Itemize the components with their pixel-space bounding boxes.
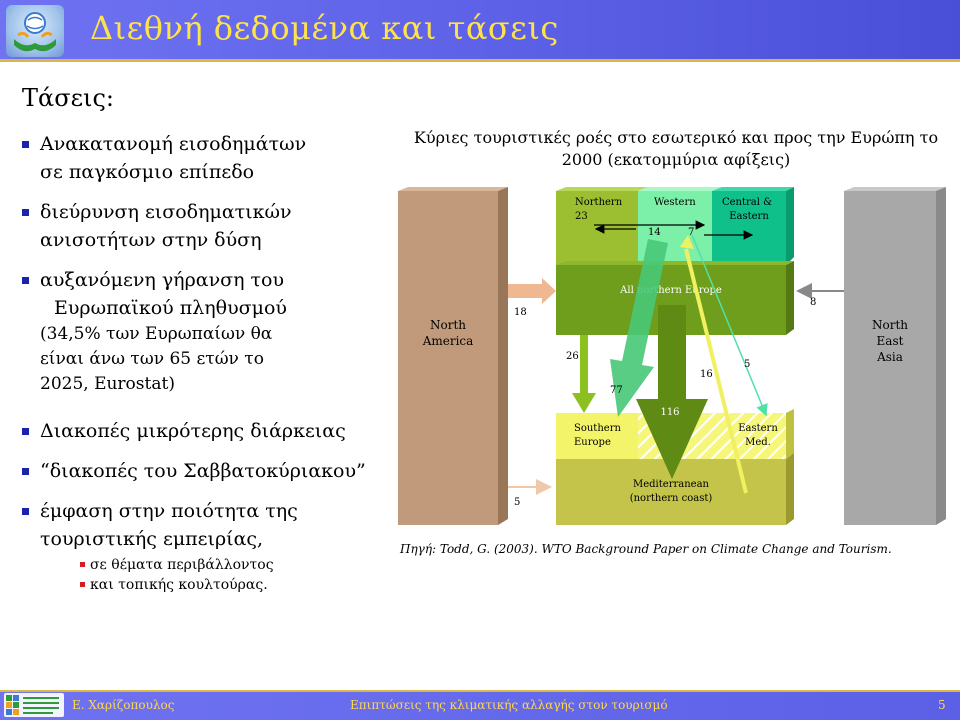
sub-bullet-list: σε θέματα περιβάλλοντος και τοπικής κουλ… [40, 555, 392, 595]
page-title: Διεθνή δεδομένα και τάσεις [90, 9, 559, 47]
bullet-text: τουριστικής εμπειρίας, [40, 528, 264, 550]
mediterranean-label: (northern coast) [630, 493, 713, 504]
north-america-block: North America [398, 187, 508, 525]
footer-topic: Επιπτώσεις της κλιματικής αλλαγής στον τ… [350, 698, 668, 712]
central-eastern-block [712, 191, 786, 265]
flow-northern-to-med: 116 [660, 407, 679, 418]
source-note: Πηγή: Todd, G. (2003). WTO Background Pa… [400, 542, 892, 556]
bullet-shorter-holidays: Διακοπές μικρότερης διάρκειας [22, 417, 392, 445]
bullet-square-icon [22, 468, 29, 475]
bullet-text: έμφαση στην ποιότητα της [40, 500, 298, 522]
bullet-income-inequality: διεύρυνση εισοδηματικών ανισοτήτων στην … [22, 198, 392, 254]
eastern-med-label: Med. [745, 437, 771, 448]
bullet-text: σε παγκόσμιο επίπεδο [40, 161, 255, 183]
bullet-text: αυξανόμενη γήρανση του [40, 269, 285, 291]
southern-europe-label: Southern [574, 423, 621, 434]
page-number: 5 [938, 698, 946, 712]
sub-bullet-text: σε θέματα περιβάλλοντος [90, 557, 274, 573]
flow-northern-internal: 23 [575, 211, 588, 222]
bullet-list: Ανακατανομή εισοδημάτων σε παγκόσμιο επί… [22, 130, 392, 607]
footer-logo [4, 693, 64, 717]
bullet-experience-quality: έμφαση στην ποιότητα της τουριστικής εμπ… [22, 497, 392, 595]
western-label: Western [654, 197, 696, 208]
bullet-square-icon [22, 508, 29, 515]
north-east-asia-label: North [872, 318, 908, 332]
all-northern-europe-label: All northern Europe [619, 285, 722, 296]
north-america-label: America [422, 334, 474, 348]
bullet-square-icon [22, 277, 29, 284]
southern-europe-block [556, 413, 638, 459]
flow-northern-to-southern: 26 [566, 351, 579, 362]
figure-title-line: 2000 (εκατομμύρια αφίξεις) [561, 150, 791, 169]
figure-title-line: Κύριες τουριστικές ροές στο εσωτερικό κα… [413, 128, 939, 147]
mediterranean-label: Mediterranean [633, 479, 710, 490]
logo [6, 5, 64, 57]
bullet-note: είναι άνω των 65 ετών το [40, 349, 264, 369]
bullet-square-icon [22, 428, 29, 435]
bullet-note: 2025, Eurostat) [40, 374, 175, 394]
sub-bullet-text: και τοπικής κουλτούρας. [90, 577, 268, 593]
title-bar: Διεθνή δεδομένα και τάσεις [0, 0, 960, 62]
sub-bullet-square-icon [80, 582, 85, 587]
flow-asia-to-northern: 8 [810, 297, 816, 308]
bullet-text: Ανακατανομή εισοδημάτων [40, 133, 307, 155]
flow-north-america-to-northern: 18 [514, 307, 527, 318]
bullet-note: (34,5% των Ευρωπαίων θα [40, 324, 273, 344]
tourism-flows-diagram: North America North East Asia Northern 2… [374, 187, 954, 529]
europe-top-row: Northern 23 Western Central & Eastern 14… [556, 187, 794, 265]
section-heading: Τάσεις: [22, 84, 114, 112]
footer: Ε. Χαρίζοπουλος Επιπτώσεις της κλιματική… [0, 690, 960, 720]
tourism-flows-svg: North America North East Asia Northern 2… [398, 187, 946, 525]
flow-med-to-western: 16 [700, 369, 713, 380]
northern-label: Northern [575, 197, 623, 208]
eastern-med-label: Eastern [738, 423, 778, 434]
north-east-asia-block: North East Asia [844, 187, 946, 525]
flow-arrows: 18 5 8 26 116 77 16 5 [508, 234, 844, 508]
flow-western-to-northern: 14 [648, 227, 661, 238]
flow-north-america-to-med: 5 [514, 497, 520, 508]
bullet-income-redistribution: Ανακατανομή εισοδημάτων σε παγκόσμιο επί… [22, 130, 392, 186]
flow-western-to-southern: 77 [610, 385, 623, 396]
sub-bullet-environment: σε θέματα περιβάλλοντος [80, 555, 392, 575]
bullet-square-icon [22, 141, 29, 148]
bullet-population-ageing: αυξανόμενη γήρανση του Ευρωπαϊκού πληθυσ… [22, 266, 392, 397]
footer-author: Ε. Χαρίζοπουλος [72, 698, 175, 712]
bullet-square-icon [22, 209, 29, 216]
bullet-text: Ευρωπαϊκού πληθυσμού [54, 297, 287, 319]
globe-hands-logo-icon [14, 12, 56, 52]
north-america-label: North [430, 318, 466, 332]
sub-bullet-square-icon [80, 562, 85, 567]
sub-bullet-local-culture: και τοπικής κουλτούρας. [80, 575, 392, 595]
central-eastern-label: Central & [722, 197, 772, 208]
flow-northern-to-eastern-med: 5 [744, 359, 750, 370]
southern-europe-label: Europe [574, 437, 611, 448]
all-northern-europe-block: All northern Europe [556, 261, 794, 335]
north-east-asia-label: Asia [876, 350, 903, 364]
committee-logo-icon [6, 695, 59, 715]
figure-title: Κύριες τουριστικές ροές στο εσωτερικό κα… [396, 127, 956, 171]
flow-western-to-central: 7 [688, 227, 694, 238]
bullet-weekend-holidays: “διακοπές του Σαββατοκύριακου” [22, 457, 392, 485]
central-eastern-label: Eastern [729, 211, 769, 222]
bullet-text: ανισοτήτων στην δύση [40, 229, 262, 251]
bullet-text: διεύρυνση εισοδηματικών [40, 201, 292, 223]
bullet-text: Διακοπές μικρότερης διάρκειας [40, 420, 346, 442]
bullet-text: “διακοπές του Σαββατοκύριακου” [40, 460, 366, 482]
north-east-asia-label: East [877, 334, 904, 348]
